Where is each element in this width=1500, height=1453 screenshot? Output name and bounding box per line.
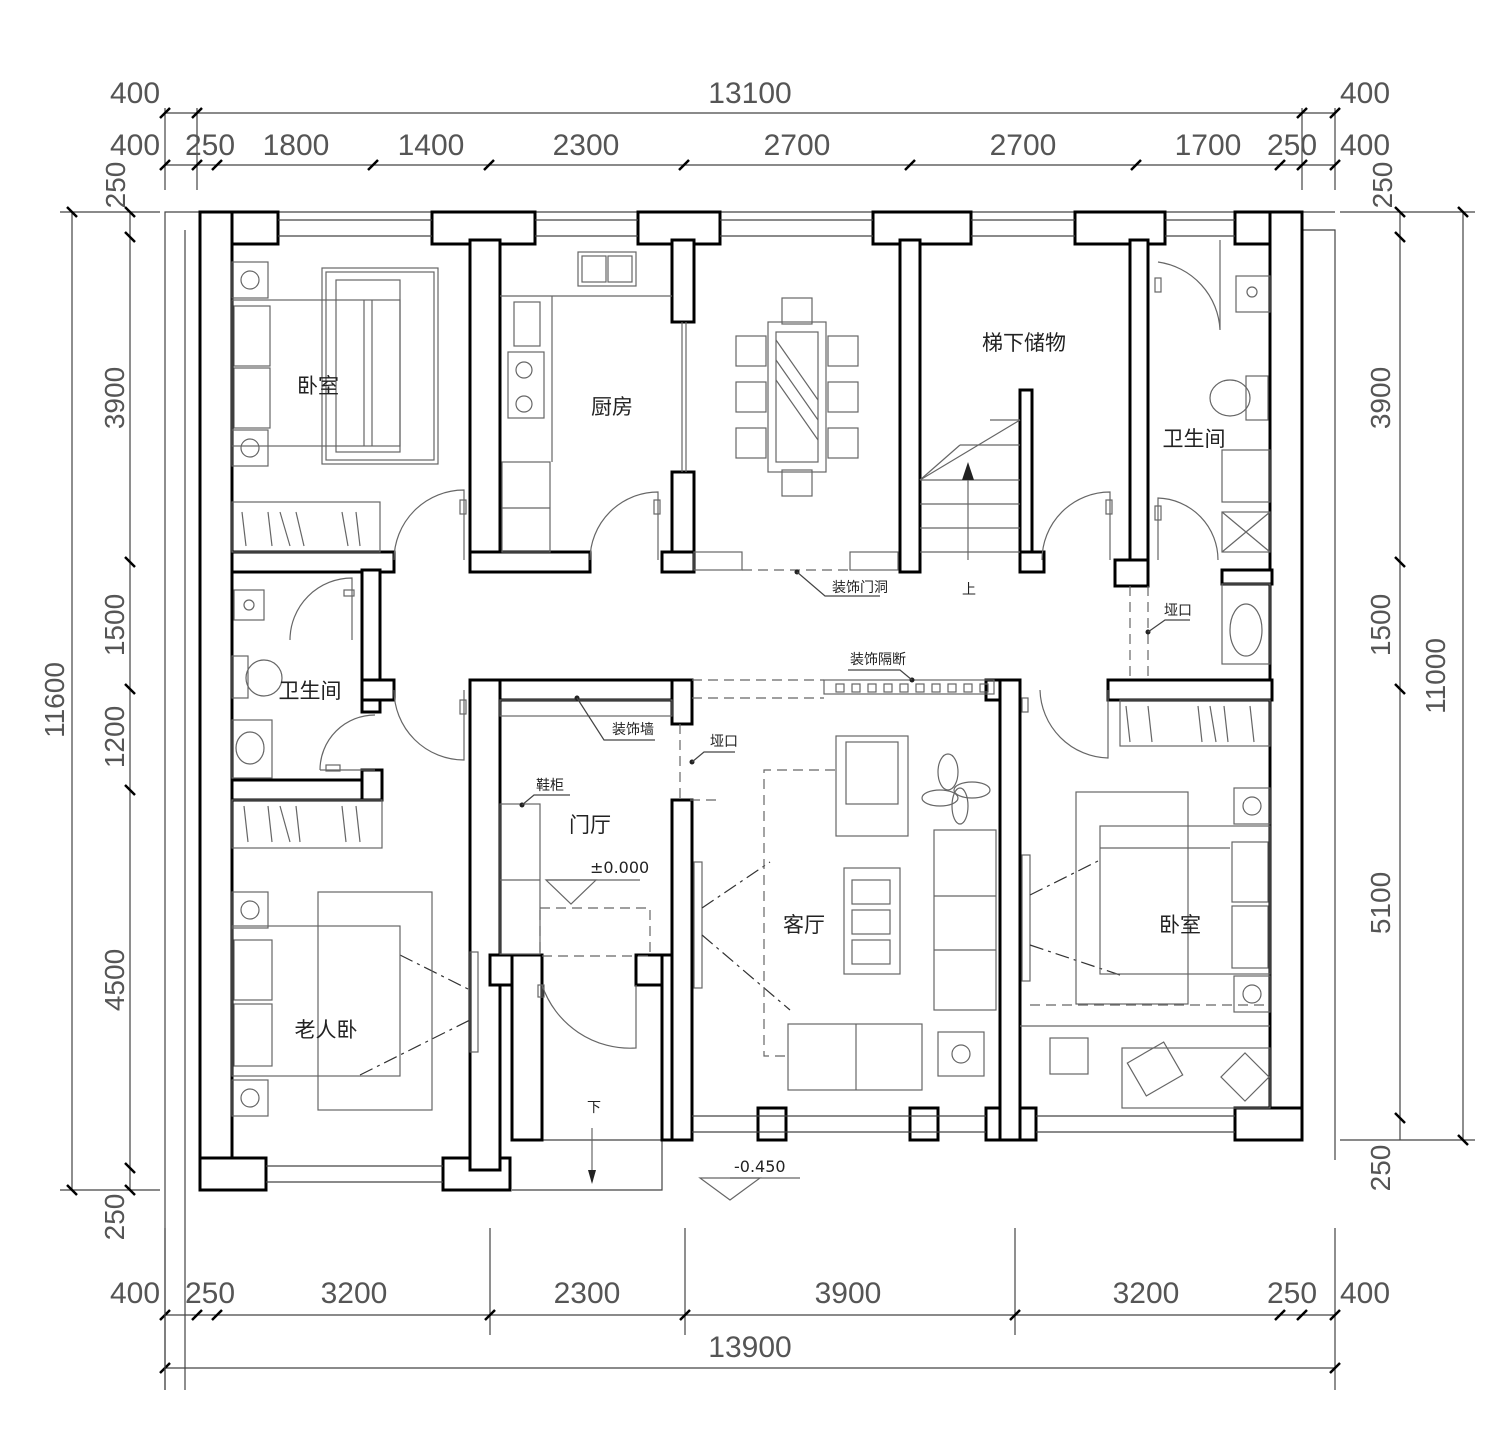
bedroom-nw-furniture: [231, 261, 439, 553]
kitchen-furniture: [500, 251, 672, 553]
dim-left-seg: 3900: [99, 367, 130, 429]
dining-furniture: [693, 297, 899, 571]
stair: [919, 419, 1021, 560]
note-arch-east: 垭口: [1164, 603, 1192, 619]
levels: ±0.000 -0.450: [590, 858, 786, 1176]
note-shoe-cabinet: 鞋柜: [536, 778, 564, 794]
dim-left-overall: 11600: [39, 662, 70, 738]
dim-top-right-vertical: 250: [1367, 162, 1398, 209]
dimension-labels: 13100 400 400 400 250 1800 1400 2300 270…: [39, 77, 1451, 1364]
living-furniture: [679, 679, 997, 1091]
dim-bottom-seg: 400: [110, 1277, 160, 1310]
bedroom-se-furniture: [1020, 699, 1271, 1109]
dim-bottom-seg: 250: [185, 1277, 235, 1310]
note-deco-partition: 装饰隔断: [850, 652, 906, 668]
dim-right-seg: 3900: [1365, 367, 1396, 429]
room-label-living: 客厅: [783, 913, 825, 937]
dim-top-right-outer: 400: [1340, 77, 1390, 110]
dim-right-overall: 11000: [1420, 638, 1451, 714]
doors: [289, 240, 1221, 1076]
note-stair-up: 上: [962, 582, 976, 598]
dim-bottom-seg: 2300: [554, 1277, 621, 1310]
dim-bottom-seg: 3200: [321, 1277, 388, 1310]
annotation-leaders: [519, 569, 1190, 808]
dim-right-seg: 5100: [1365, 872, 1396, 934]
dim-left-bottom: 250: [99, 1194, 130, 1241]
bath-ne-fixtures: [1129, 275, 1271, 680]
room-label-foyer: 门厅: [569, 813, 611, 837]
dim-top-seg: 1700: [1175, 129, 1242, 162]
room-labels: 卧室 厨房 梯下储物 卫生间 卫生间 门厅 客厅 老人卧 卧室: [279, 331, 1226, 1042]
bath-w-fixtures: [231, 589, 283, 779]
room-label-kitchen: 厨房: [591, 395, 633, 419]
dim-bottom-seg: 400: [1340, 1277, 1390, 1310]
room-label-bedroom-nw: 卧室: [297, 374, 339, 398]
room-label-storage: 梯下储物: [982, 331, 1066, 355]
dim-top-seg: 400: [110, 129, 160, 162]
dim-right-seg: 1500: [1365, 594, 1396, 656]
entry-steps: [588, 1128, 800, 1201]
elder-bedroom-furniture: [231, 799, 433, 1117]
room-label-elder-bedroom: 老人卧: [295, 1018, 358, 1042]
dim-bottom-seg: 3900: [815, 1277, 882, 1310]
room-label-bath-ne: 卫生间: [1163, 427, 1226, 451]
dim-left-seg: 1500: [99, 594, 130, 656]
windows: [266, 219, 1235, 1183]
dim-top-left-vertical: 250: [100, 162, 131, 209]
note-deco-wall: 装饰墙: [612, 722, 654, 738]
dimension-lines: [60, 107, 1475, 1390]
note-deco-opening: 装饰门洞: [832, 580, 888, 596]
note-arch-living: 垭口: [710, 734, 738, 750]
notes: 装饰门洞 垭口 装饰隔断 装饰墙 垭口 鞋柜 上 下: [536, 580, 1192, 1116]
dim-left-seg: 1200: [99, 706, 130, 768]
dim-top-seg: 400: [1340, 129, 1390, 162]
dim-top-left-outer: 400: [110, 77, 160, 110]
dim-right-bottom: 250: [1365, 1145, 1396, 1192]
dim-top-seg: 2300: [553, 129, 620, 162]
dim-top-seg: 2700: [764, 129, 831, 162]
dim-top-seg: 2700: [990, 129, 1057, 162]
dim-bottom-overall: 13900: [708, 1331, 791, 1364]
dim-left-seg: 4500: [99, 949, 130, 1011]
room-label-bath-w: 卫生间: [279, 679, 342, 703]
dim-top-overall: 13100: [708, 77, 791, 110]
level-outside: -0.450: [734, 1157, 786, 1176]
dim-bottom-seg: 250: [1267, 1277, 1317, 1310]
dim-top-seg: 250: [1267, 129, 1317, 162]
dim-top-seg: 1400: [398, 129, 465, 162]
level-floor: ±0.000: [590, 858, 649, 877]
dim-top-seg: 1800: [263, 129, 330, 162]
note-stair-down: 下: [587, 1100, 601, 1116]
walls: [198, 210, 1304, 1192]
room-label-bedroom-se: 卧室: [1159, 913, 1201, 937]
dim-bottom-seg: 3200: [1113, 1277, 1180, 1310]
dim-top-seg: 250: [185, 129, 235, 162]
